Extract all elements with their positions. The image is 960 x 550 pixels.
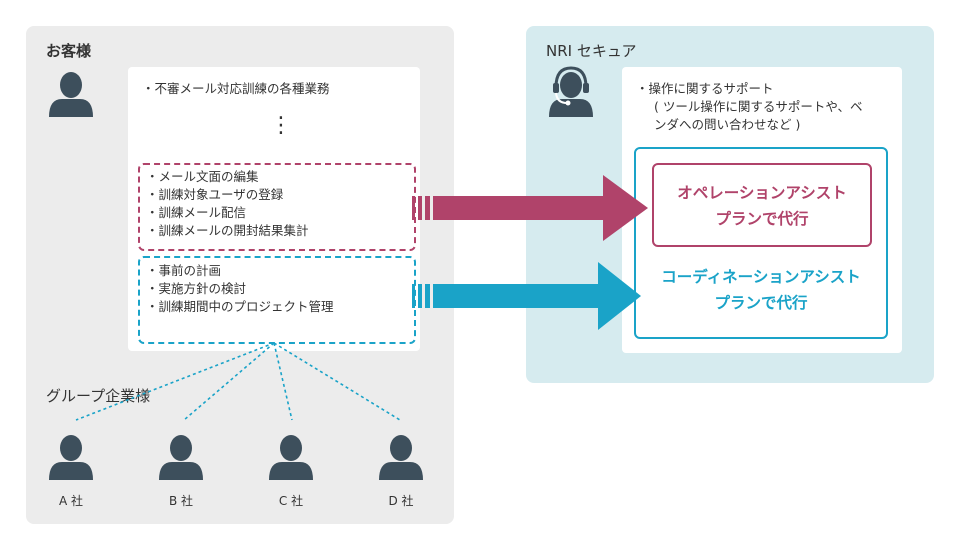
operation-task: 訓練メールの開封結果集計 bbox=[146, 222, 309, 240]
person-icon bbox=[379, 435, 423, 480]
operation-plan-line: プランで代行 bbox=[715, 210, 809, 228]
coordination-plan-label: コーディネーションアシスト プランで代行 bbox=[634, 264, 888, 316]
group-title: グループ企業様 bbox=[46, 387, 151, 405]
nri-support-card bbox=[622, 67, 902, 353]
coordination-task: 事前の計画 bbox=[146, 262, 334, 280]
person-icon bbox=[49, 72, 93, 117]
person-icon bbox=[269, 435, 313, 480]
operation-plan-box bbox=[652, 163, 872, 247]
coordination-task: 実施方針の検討 bbox=[146, 280, 334, 298]
operation-plan-line: オペレーションアシスト bbox=[677, 184, 847, 202]
operation-task: メール文面の編集 bbox=[146, 168, 309, 186]
operation-arrow bbox=[412, 175, 648, 241]
operation-task: 訓練メール配信 bbox=[146, 204, 309, 222]
company-label: C 社 bbox=[278, 494, 304, 508]
support-line: 操作に関するサポート bbox=[636, 80, 774, 98]
coordination-tasks-list: 事前の計画 実施方針の検討 訓練期間中のプロジェクト管理 bbox=[146, 262, 334, 316]
operation-plan-label: オペレーションアシスト プランで代行 bbox=[652, 180, 872, 232]
coordination-plan-line: コーディネーションアシスト bbox=[661, 268, 861, 286]
customer-title: お客様 bbox=[46, 42, 92, 60]
support-detail: ンダへの問い合わせなど ) bbox=[654, 117, 801, 132]
ellipsis-icon: ⋮ bbox=[270, 113, 292, 138]
operation-tasks-list: メール文面の編集 訓練対象ユーザの登録 訓練メール配信 訓練メールの開封結果集計 bbox=[146, 168, 309, 240]
tasks-intro: 不審メール対応訓練の各種業務 bbox=[142, 80, 330, 98]
company-label: B 社 bbox=[168, 494, 194, 508]
person-icon bbox=[159, 435, 203, 480]
company-label: A 社 bbox=[58, 494, 84, 508]
support-detail: ( ツール操作に関するサポートや、ベ bbox=[654, 99, 863, 114]
nri-title: NRI セキュア bbox=[546, 42, 637, 60]
company-label: D 社 bbox=[388, 494, 414, 508]
coordination-task: 訓練期間中のプロジェクト管理 bbox=[146, 298, 334, 316]
person-icon bbox=[49, 435, 93, 480]
group-connection-lines bbox=[75, 342, 401, 421]
operation-task: 訓練対象ユーザの登録 bbox=[146, 186, 309, 204]
headset-operator-icon bbox=[549, 66, 593, 117]
coordination-arrow bbox=[412, 262, 641, 330]
coordination-plan-line: プランで代行 bbox=[714, 294, 808, 312]
coordination-plan-box bbox=[634, 147, 888, 339]
